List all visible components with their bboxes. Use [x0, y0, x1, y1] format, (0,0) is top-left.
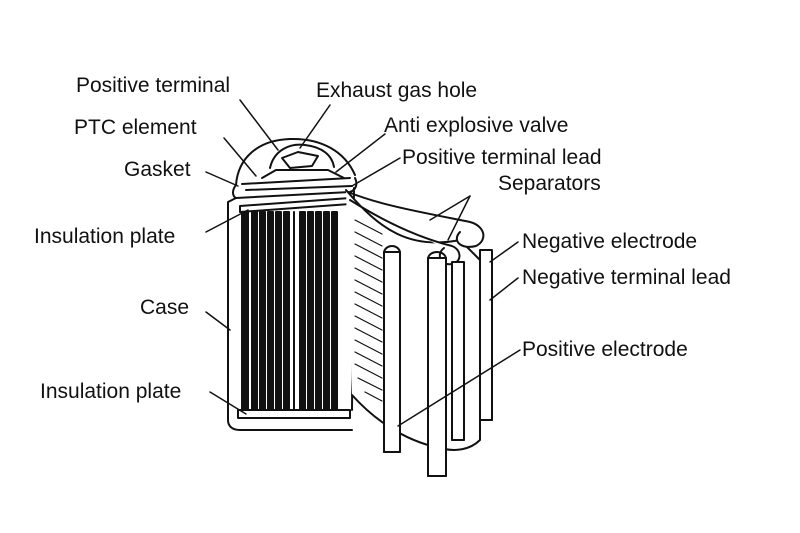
- electrode-stripes: [241, 211, 338, 411]
- label-ptc-element: PTC element: [74, 116, 197, 139]
- label-separators: Separators: [498, 172, 601, 195]
- label-positive-terminal: Positive terminal: [76, 74, 231, 97]
- label-positive-terminal-lead: Positive terminal lead: [402, 146, 602, 169]
- positive-terminal-plate: [261, 169, 345, 179]
- valve-layer: [245, 185, 353, 191]
- label-negative-terminal-lead: Negative terminal lead: [522, 266, 731, 289]
- exhaust-gas-hole: [281, 151, 319, 169]
- label-case: Case: [140, 296, 190, 319]
- insulation-plate-bottom: [237, 409, 351, 419]
- case-left-wall: [227, 197, 353, 431]
- label-insulation-plate-bottom: Insulation plate: [40, 380, 182, 403]
- strip-b: [383, 251, 401, 453]
- label-negative-electrode: Negative electrode: [522, 230, 698, 253]
- label-exhaust-gas-hole: Exhaust gas hole: [316, 79, 478, 102]
- positive-electrode-strip: [427, 257, 447, 477]
- label-insulation-plate-top: Insulation plate: [34, 225, 176, 248]
- cap-inner-dome: [269, 143, 335, 169]
- label-gasket: Gasket: [124, 158, 191, 181]
- sheet-hatch: [354, 219, 383, 402]
- strip-a: [451, 261, 465, 441]
- negative-electrode-strip: [479, 249, 493, 421]
- separator-curve-1: [347, 191, 485, 248]
- label-anti-explosive-valve: Anti explosive valve: [384, 114, 569, 137]
- cap-dome: [235, 137, 356, 186]
- ptc-layer: [241, 177, 351, 185]
- insulation-plate-top: [239, 197, 351, 213]
- label-positive-electrode: Positive electrode: [522, 338, 688, 361]
- leader-lines: [205, 99, 521, 427]
